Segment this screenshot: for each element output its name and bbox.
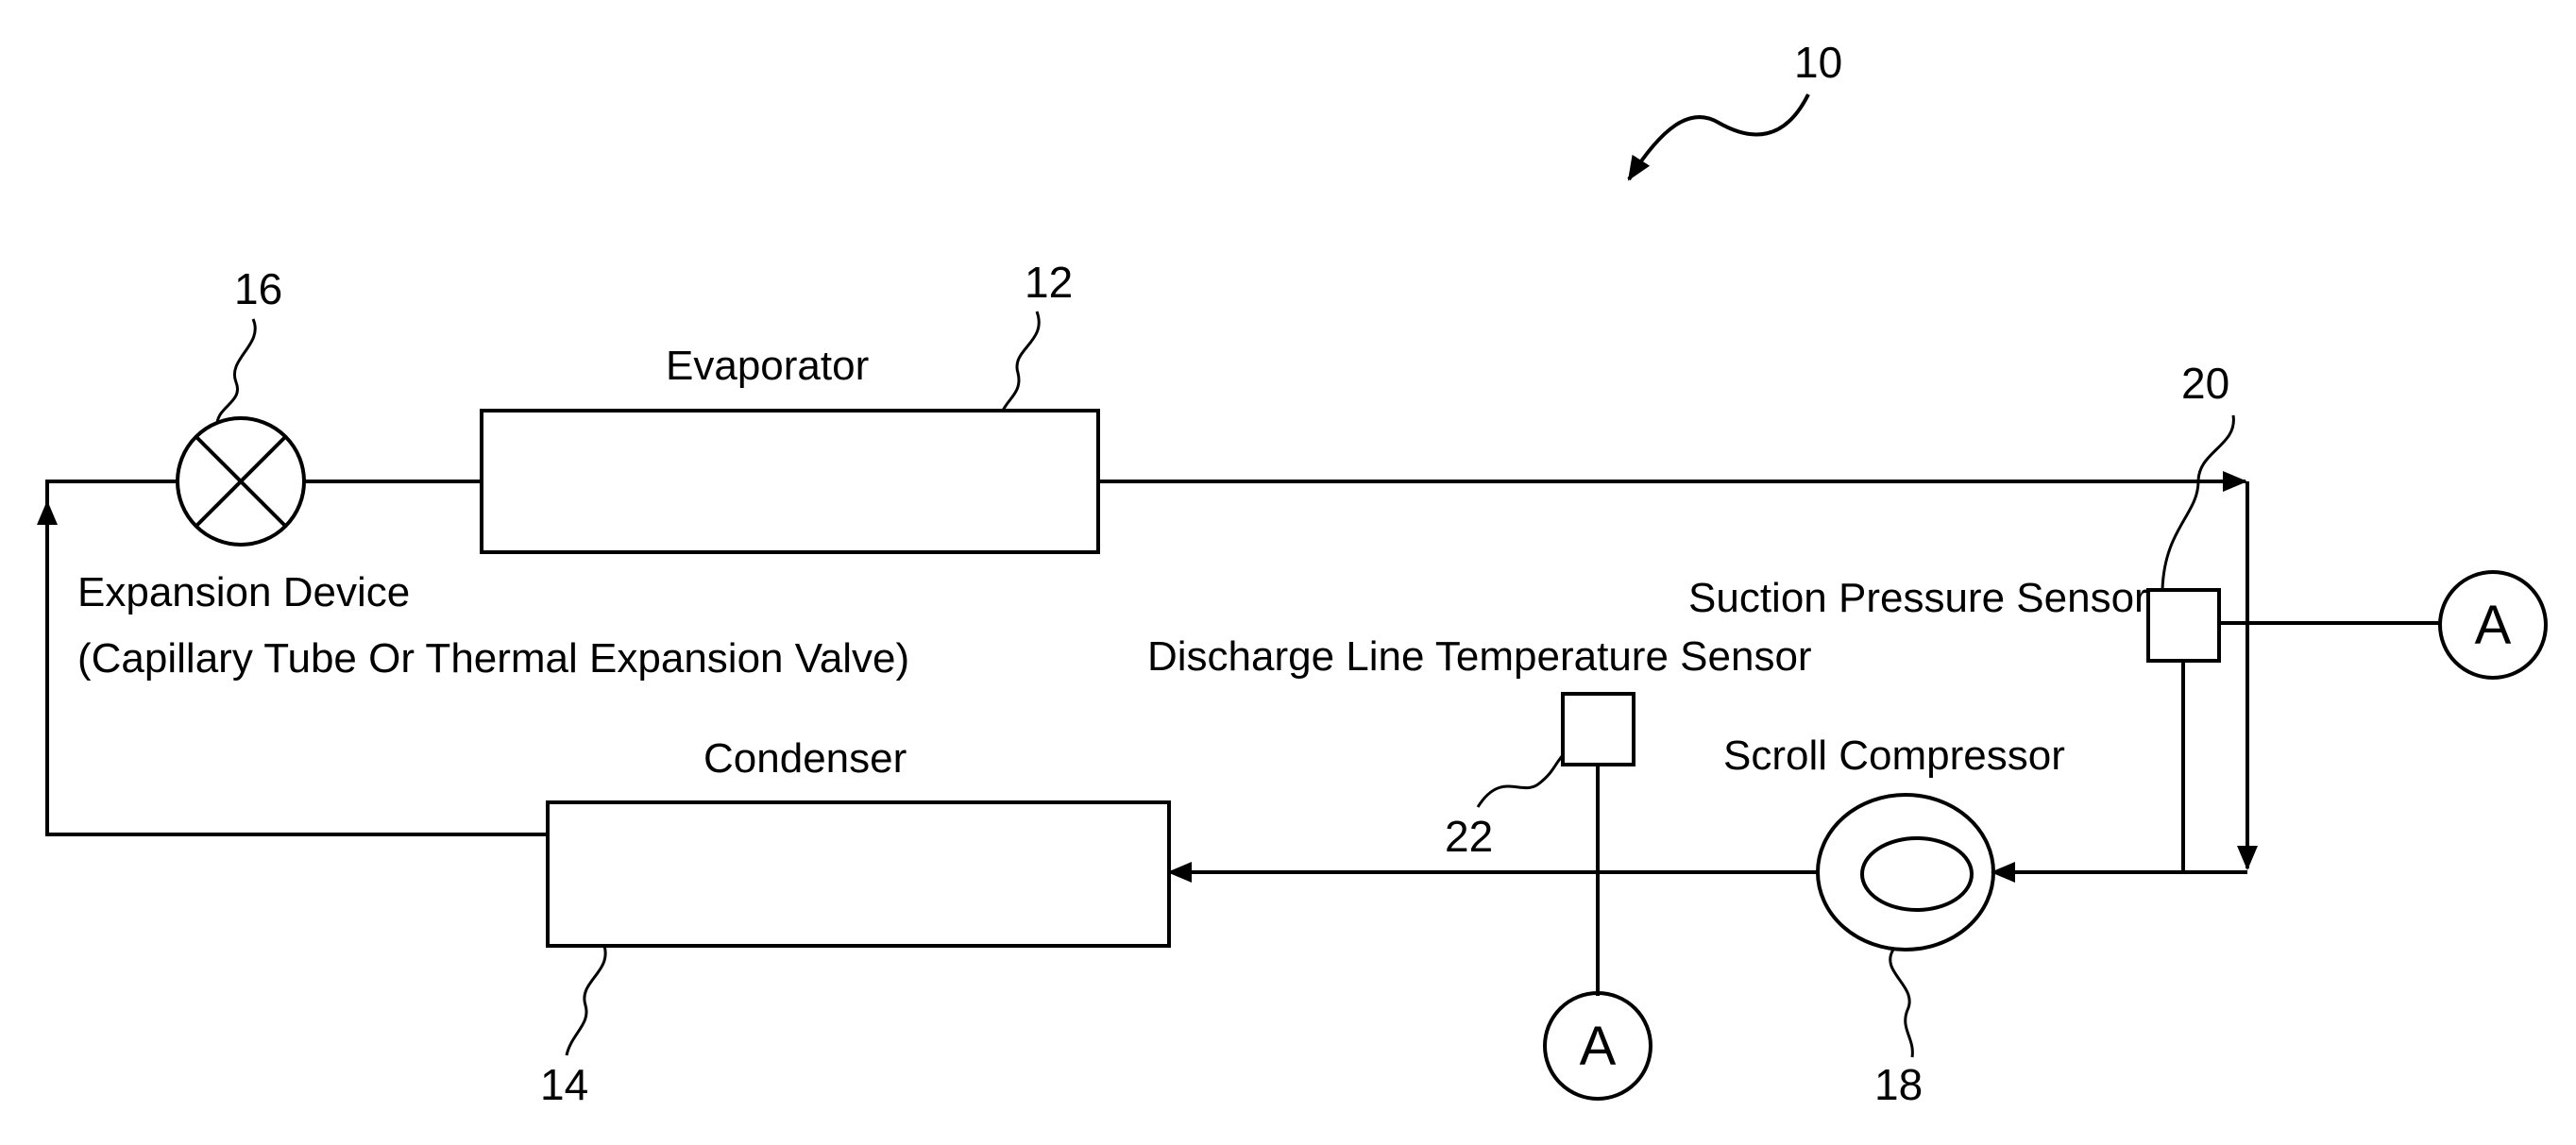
expansion-device-label-line1: Expansion Device <box>77 569 410 615</box>
connector-bottom-label: A <box>1580 1016 1617 1077</box>
discharge-temp-sensor-box <box>1563 694 1634 765</box>
scroll-compressor-ref: 18 <box>1874 1060 1923 1109</box>
scroll-compressor-ref-leader <box>1890 950 1913 1057</box>
evaporator-box <box>482 411 1098 552</box>
figure-ref-leader <box>1629 94 1808 179</box>
connector-right-label: A <box>2475 595 2512 656</box>
condenser-ref-leader <box>567 946 605 1055</box>
evaporator-label: Evaporator <box>666 343 869 389</box>
condenser-ref: 14 <box>540 1060 588 1109</box>
suction-pressure-sensor-label: Suction Pressure Sensor <box>1688 575 2148 621</box>
expansion-device-label-line2: (Capillary Tube Or Thermal Expansion Val… <box>77 635 909 682</box>
expansion-device-symbol <box>178 418 304 545</box>
scroll-compressor-symbol <box>1818 795 1993 950</box>
condenser-box <box>548 802 1169 946</box>
expansion-device-ref: 16 <box>234 264 282 313</box>
discharge-temp-sensor-ref: 22 <box>1445 812 1493 861</box>
suction-pressure-sensor-box <box>2148 590 2219 661</box>
suction-pressure-sensor-ref: 20 <box>2181 359 2229 408</box>
discharge-temp-sensor-label: Discharge Line Temperature Sensor <box>1147 633 1812 680</box>
condenser-label: Condenser <box>703 735 907 782</box>
suction-pressure-sensor-ref-leader <box>2162 415 2233 590</box>
evaporator-ref-leader <box>1003 312 1039 411</box>
scroll-compressor-label: Scroll Compressor <box>1723 732 2065 779</box>
expansion-device-ref-leader <box>217 319 255 423</box>
figure-ref-number: 10 <box>1794 38 1842 87</box>
discharge-temp-sensor-ref-leader <box>1478 755 1563 807</box>
evaporator-ref: 12 <box>1025 258 1073 307</box>
